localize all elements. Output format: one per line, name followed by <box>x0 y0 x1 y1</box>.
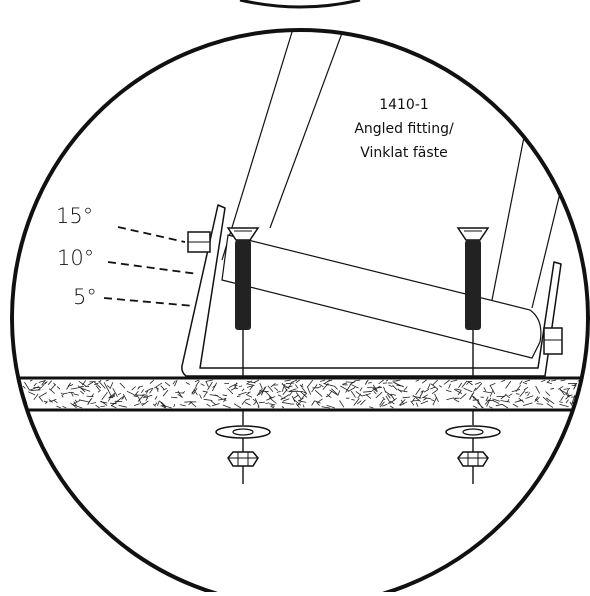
wood-grain-stroke <box>16 394 19 397</box>
wood-grain-stroke <box>581 390 584 395</box>
wood-grain-stroke <box>583 380 590 381</box>
wood-grain-stroke <box>14 399 22 403</box>
angle-line-10 <box>108 262 198 274</box>
post-line-right-outer <box>532 70 590 308</box>
part-number: 1410-1 <box>379 97 429 113</box>
top-arc <box>240 0 360 7</box>
hex-nut-icon <box>228 452 258 466</box>
wood-grain-stroke <box>7 390 10 392</box>
wood-grain-stroke <box>4 397 8 398</box>
post-line-left-outer <box>222 6 300 260</box>
wood-grain-stroke <box>3 392 7 394</box>
wood-grain-stroke <box>577 405 580 407</box>
washer-icon <box>216 426 270 438</box>
side-nut-icon <box>544 328 562 354</box>
part-name-sv: Vinklat fäste <box>360 145 447 161</box>
angle-label-15: 15° <box>56 204 93 228</box>
wood-grain-stroke <box>18 405 21 408</box>
angle-label-5: 5° <box>73 285 97 309</box>
angle-line-15 <box>118 227 185 242</box>
wood-grain-stroke <box>581 392 584 395</box>
wood-grain-stroke <box>8 380 16 382</box>
angle-line-5 <box>104 298 194 306</box>
part-name-en: Angled fitting/ <box>354 121 454 137</box>
wood-grain-stroke <box>11 389 14 390</box>
wood-grain-stroke <box>4 383 5 386</box>
wood-grain-stroke <box>0 389 5 392</box>
wood-grain-stroke <box>581 398 589 400</box>
angle-label-10: 10° <box>57 246 94 270</box>
post-line-left-inner <box>270 6 352 228</box>
detail-content <box>0 6 590 484</box>
wood-grain-stroke <box>7 399 10 402</box>
wood-grain-stroke <box>3 396 9 401</box>
wood-grain-stroke <box>3 392 9 393</box>
hex-nut-icon <box>458 452 488 466</box>
wood-grain-stroke <box>2 406 7 407</box>
wood-grain-stroke <box>587 382 590 387</box>
wood-grain-stroke <box>585 392 588 398</box>
post-line-right-inner <box>492 30 545 300</box>
wood-grain-stroke <box>110 403 117 404</box>
washer-icon <box>446 426 500 438</box>
side-nut-icon <box>188 232 210 252</box>
wood-grain-stroke <box>4 401 7 406</box>
wood-grain-stroke <box>12 385 16 390</box>
wood-grain-stroke <box>583 400 587 407</box>
wood-grain-stroke <box>367 387 371 388</box>
wood-grain-stroke <box>583 399 588 401</box>
wood-board <box>0 378 590 410</box>
wood-grain-stroke <box>8 383 11 387</box>
